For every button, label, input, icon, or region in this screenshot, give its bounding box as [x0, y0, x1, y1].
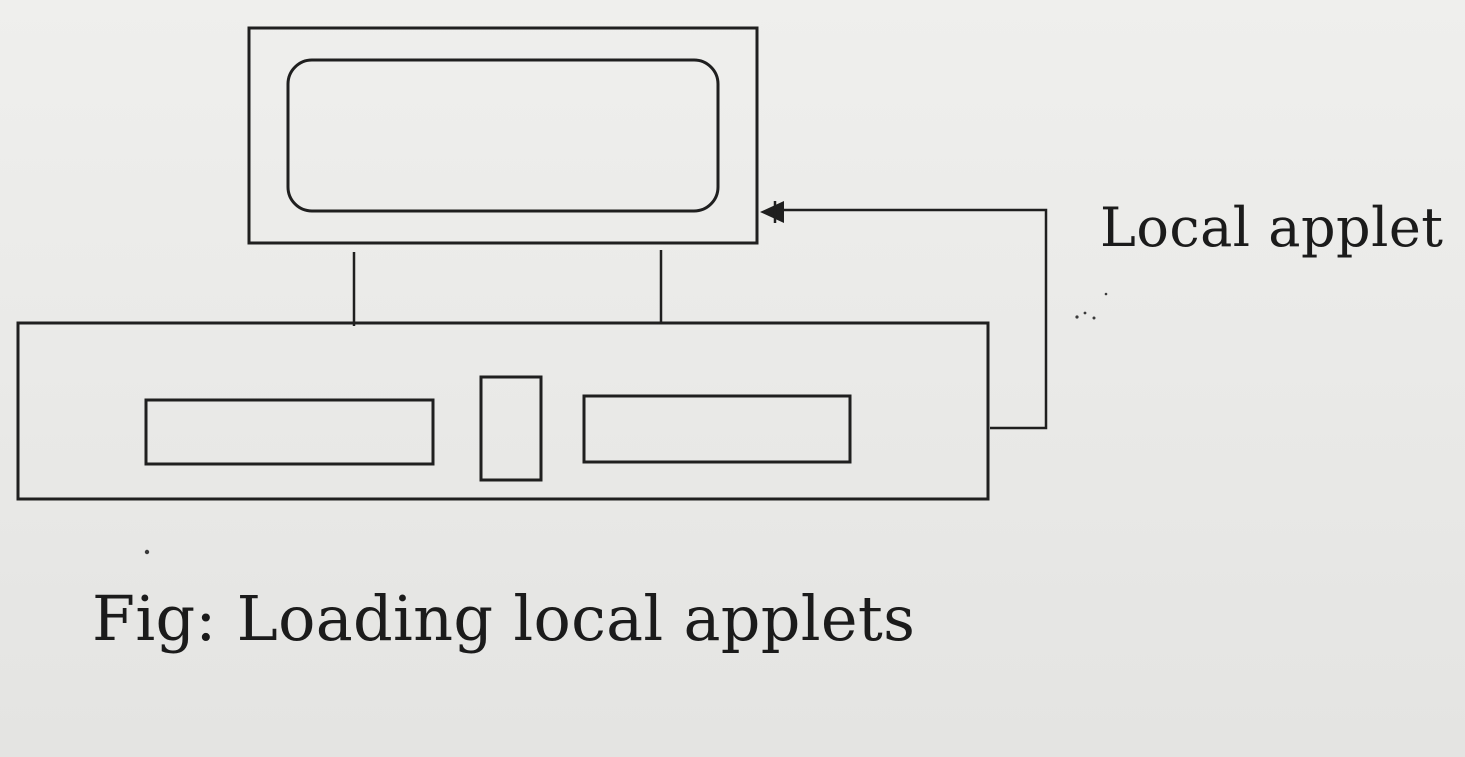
local-applet-label: Local applet	[1100, 196, 1444, 259]
drive-slot-right	[582, 394, 852, 464]
drive-slot-left	[144, 398, 435, 466]
figure-caption: Fig: Loading local applets	[92, 582, 916, 655]
power-switch	[479, 375, 543, 482]
local-applet-path	[783, 208, 1048, 430]
system-unit	[16, 321, 990, 501]
arrow-head-icon	[760, 201, 784, 223]
monitor-screen	[286, 58, 720, 213]
monitor-frame	[247, 26, 759, 245]
print-speck	[144, 292, 1108, 555]
